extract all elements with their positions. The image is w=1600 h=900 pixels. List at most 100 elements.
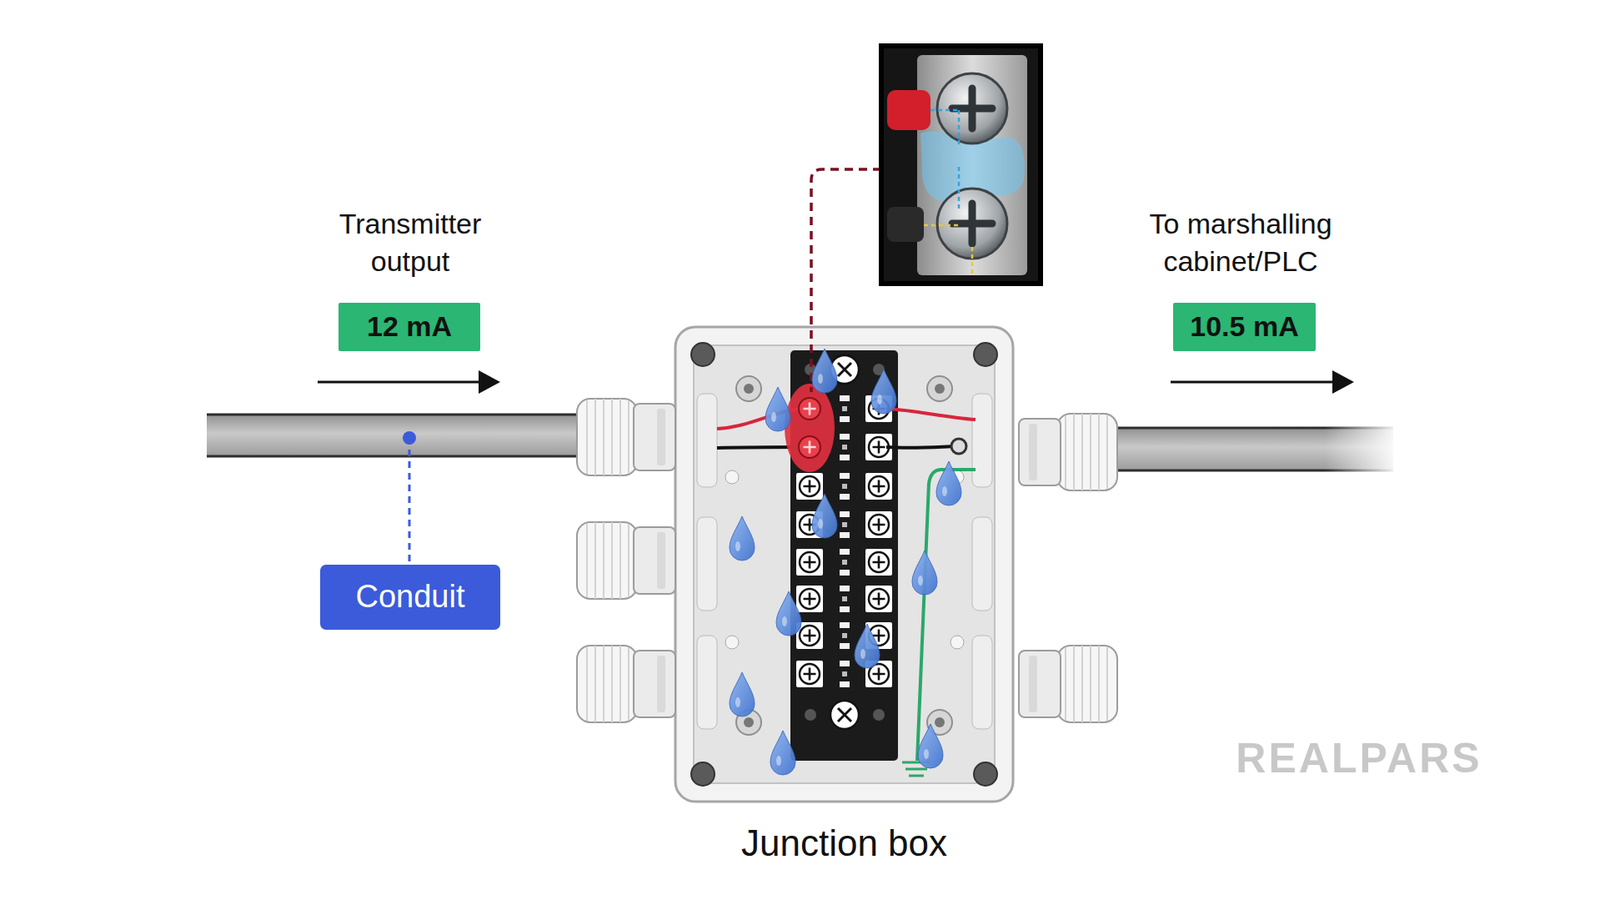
boss-hole: [743, 383, 754, 394]
signal-value-box: 12 mA: [338, 302, 481, 352]
junction-box-body: [675, 326, 1014, 802]
junction-box: Junction box: [675, 326, 1014, 802]
mounting-boss: [927, 376, 953, 402]
node-label: 10.5 mA: [1189, 310, 1299, 343]
box-hole: [950, 635, 964, 649]
signal-wires: [717, 408, 976, 776]
terminal-screw: [796, 548, 823, 576]
moisture-path: [957, 166, 961, 209]
knockout: [697, 635, 718, 729]
inset-frame: [881, 45, 1041, 284]
knockout: [697, 393, 718, 487]
conduit-edge: [206, 414, 584, 457]
water-drop: [871, 369, 897, 414]
terminal-screw: [865, 472, 893, 500]
corner-screw: [691, 762, 715, 786]
knockout: [697, 516, 718, 611]
terminal-separator: [839, 621, 850, 649]
cable-gland: [1018, 413, 1118, 491]
terminal-screw: [865, 511, 893, 538]
box-hole: [725, 635, 739, 649]
box-interior: [693, 345, 995, 783]
wire-ring: [951, 438, 967, 454]
mounting-screw: [830, 700, 859, 729]
arrow-shaft: [1170, 381, 1336, 384]
inset-photo: [881, 45, 1041, 284]
terminal-separator: [839, 511, 850, 538]
conduit-right: [1108, 423, 1397, 476]
box-shell: [675, 326, 1014, 802]
phillips-cross: [952, 203, 993, 244]
terminal-separator: [839, 585, 850, 612]
corner-screw: [973, 762, 998, 786]
node-label: 12 mA: [366, 310, 452, 343]
terminal-screw: [865, 548, 893, 576]
water-drop: [854, 623, 880, 668]
terminal-screw: [798, 397, 821, 420]
cable-gland: [576, 521, 676, 599]
corner-screws: [691, 342, 998, 786]
flow-arrow: [1170, 370, 1355, 394]
water-drop: [770, 730, 796, 775]
black-wire-end: [887, 206, 924, 242]
flow-arrow: [317, 370, 501, 394]
ground-wire: [917, 469, 976, 761]
cable-gland: [576, 645, 676, 723]
water-drops: [729, 348, 962, 775]
strip-hole: [804, 708, 817, 721]
red-wire: [886, 408, 976, 420]
knockout: [972, 516, 993, 611]
cable-gland: [576, 398, 676, 476]
node-label: Junction box: [675, 822, 1014, 865]
cable-gland: [1018, 645, 1118, 723]
water-drop: [765, 386, 791, 432]
water-drop: [912, 550, 938, 595]
signal-source-label: Transmitter output: [301, 205, 519, 281]
water-drop: [729, 672, 755, 717]
water-drop: [812, 348, 838, 393]
water-drop: [729, 516, 755, 561]
signal-value-box: 10.5 mA: [1173, 302, 1316, 352]
terminal-separator: [839, 660, 850, 688]
water-drop: [936, 461, 962, 506]
wet-terminal-highlight: [784, 383, 835, 472]
boss-hole: [743, 717, 754, 728]
arrow-head: [1332, 370, 1355, 394]
terminal-screw: [796, 472, 823, 500]
terminal-strip: [790, 350, 898, 761]
water-drop: [776, 591, 802, 636]
signal-destination-label: To marshalling cabinet/PLC: [1115, 205, 1366, 281]
knockout: [972, 393, 993, 487]
boss-hole: [934, 383, 945, 394]
mounting-boss: [736, 376, 762, 402]
cable-glands: [576, 398, 1118, 723]
terminal-screw: [796, 585, 823, 612]
moisture-path: [923, 225, 973, 276]
water-drop: [812, 493, 838, 538]
black-wire: [886, 446, 958, 448]
strip-body: [790, 350, 898, 761]
terminal-separator: [839, 395, 850, 422]
terminal-screw-photo: [937, 73, 1008, 144]
arrow-shaft: [317, 381, 482, 384]
terminal-separator: [839, 472, 850, 500]
conduit-left: [206, 413, 584, 457]
terminal-separator: [839, 548, 850, 576]
water-drop: [917, 723, 943, 768]
callout-box: Conduit: [320, 564, 501, 630]
terminal-block: [917, 55, 1028, 276]
moisture-path: [930, 110, 959, 146]
corner-screw: [691, 342, 715, 367]
watermark: REALPARS: [1200, 730, 1518, 786]
leader-line: [408, 437, 412, 565]
knockout: [972, 635, 993, 729]
leader-line: [811, 169, 882, 392]
red-wire-end: [887, 90, 931, 131]
phillips-cross: [952, 88, 993, 129]
highlight-ellipse: [784, 383, 835, 472]
arrow-head: [478, 370, 501, 394]
box-hole: [725, 470, 739, 484]
node-label: Conduit: [356, 578, 466, 616]
conduit-fade: [1108, 423, 1397, 476]
